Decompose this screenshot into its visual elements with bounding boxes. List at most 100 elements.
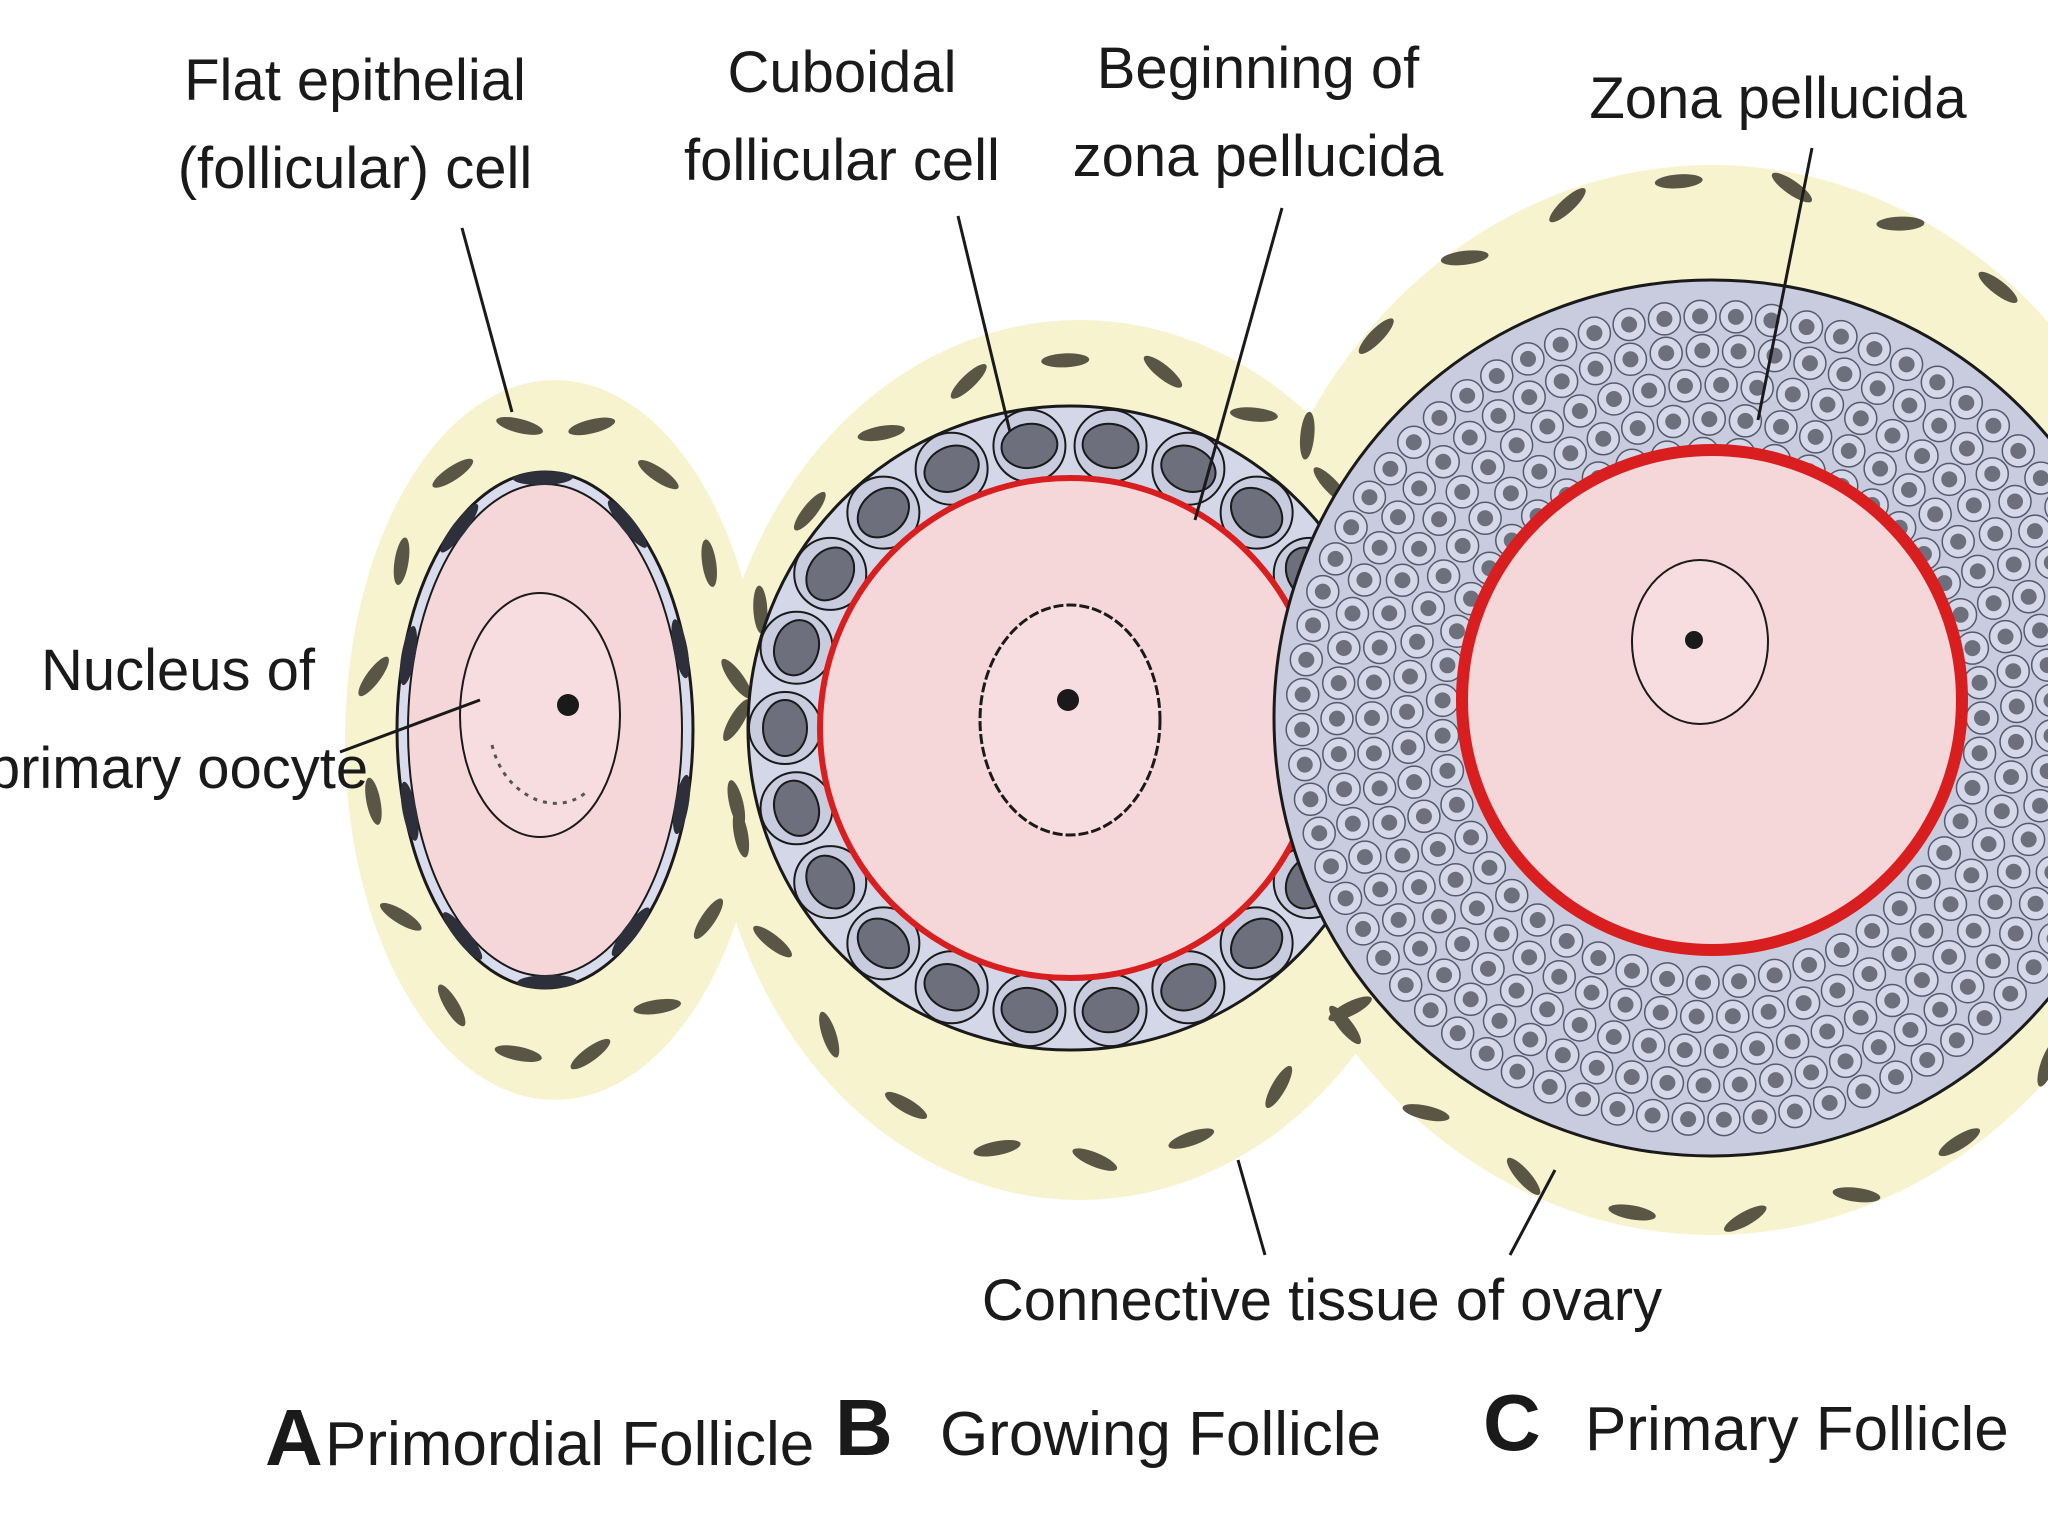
granulosa-cell-nucleus	[1701, 411, 1718, 428]
granulosa-cell-nucleus	[1397, 977, 1414, 994]
granulosa-cell-nucleus	[2008, 698, 2025, 715]
cuboidal-cell-nucleus	[856, 917, 910, 970]
granulosa-cell-nucleus	[1676, 1042, 1693, 1059]
fibroblast	[1876, 216, 1925, 231]
granulosa-cell-nucleus	[1963, 867, 1980, 884]
granulosa-cell-nucleus	[1420, 600, 1437, 617]
granulosa-cell-nucleus	[1382, 460, 1399, 477]
granulosa-cell-nucleus	[1712, 1043, 1729, 1060]
granulosa-cell-nucleus	[1984, 465, 2001, 482]
granulosa-cell	[2037, 923, 2048, 955]
granulosa-cell-nucleus	[1985, 417, 2002, 434]
label-beginning-zona-line1: Beginning of	[1097, 36, 1420, 101]
granulosa-cell-nucleus	[1866, 341, 1883, 358]
granulosa-cell-nucleus	[1521, 389, 1538, 406]
granulosa-cell-nucleus	[1652, 1004, 1669, 1021]
panel-a-primordial-follicle	[395, 470, 695, 990]
fibroblast	[365, 777, 382, 825]
granulosa-cell-nucleus	[1322, 858, 1339, 875]
granulosa-cell-nucleus	[1902, 1021, 1919, 1038]
granulosa-cell-nucleus	[1914, 447, 1931, 464]
granulosa-cell-nucleus	[1422, 1002, 1439, 1019]
granulosa-cell-nucleus	[1454, 537, 1471, 554]
granulosa-cell-nucleus	[1405, 434, 1422, 451]
fibroblast	[950, 364, 987, 399]
granulosa-cell-nucleus	[1872, 460, 1889, 477]
granulosa-cell-nucleus	[1798, 319, 1815, 336]
granulosa-cell-nucleus	[1772, 418, 1789, 435]
granulosa-cell-nucleus	[1389, 509, 1406, 526]
granulosa-cell-nucleus	[1436, 967, 1453, 984]
granulosa-cell-nucleus	[1459, 387, 1476, 404]
granulosa-cell-nucleus	[1539, 418, 1556, 435]
granulosa-cell-nucleus	[1539, 1001, 1556, 1018]
granulosa-cell-nucleus	[1355, 920, 1372, 937]
cuboidal-cell-nucleus	[773, 619, 821, 677]
granulosa-cell-nucleus	[1749, 379, 1766, 396]
granulosa-cell-nucleus	[1365, 674, 1382, 691]
fibroblast	[973, 1139, 1021, 1157]
granulosa-cell-nucleus	[1971, 674, 1988, 691]
fibroblast	[857, 424, 905, 442]
caption-title-b: Growing Follicle	[940, 1400, 1381, 1469]
fibroblast	[1358, 318, 1394, 354]
granulosa-cell-nucleus	[1784, 386, 1801, 403]
label-flat-epithelial-line1: Flat epithelial	[184, 48, 526, 113]
granulosa-cell-nucleus	[1974, 710, 1990, 726]
granulosa-cell-nucleus	[1784, 1033, 1801, 1050]
granulosa-cell-nucleus	[1855, 1083, 1872, 1100]
cuboidal-cell-nucleus	[1230, 486, 1284, 539]
granulosa-cell-nucleus	[1481, 859, 1498, 876]
granulosa-cell-nucleus	[1454, 935, 1471, 952]
granulosa-cell	[2034, 719, 2048, 753]
leader-beginning-zona	[1193, 207, 1284, 521]
granulosa-cell-nucleus	[2039, 763, 2048, 780]
granulosa-cell-nucleus	[1461, 429, 1478, 446]
fibroblast	[1168, 1128, 1215, 1149]
granulosa-cell-nucleus	[1508, 437, 1525, 454]
fibroblast	[494, 1045, 542, 1062]
granulosa-cell-nucleus	[1541, 1078, 1558, 1095]
granulosa-cell-nucleus	[2044, 865, 2048, 880]
granulosa-cell-nucleus	[1375, 949, 1392, 966]
granulosa-cell-nucleus	[1522, 1031, 1539, 1048]
granulosa-cell-nucleus	[1558, 933, 1575, 950]
granulosa-cell-nucleus	[1852, 1009, 1869, 1026]
granulosa-cell-nucleus	[1431, 908, 1448, 925]
granulosa-cell-nucleus	[1641, 382, 1658, 399]
granulosa-cell-nucleus	[1478, 1045, 1495, 1062]
caption-letter-a: A	[265, 1393, 323, 1482]
granulosa-cell	[2035, 546, 2048, 579]
granulosa-cell-nucleus	[1356, 849, 1373, 866]
granulosa-cell-nucleus	[1356, 571, 1373, 588]
granulosa-cell-nucleus	[1553, 373, 1570, 390]
granulosa-cell-nucleus	[1692, 308, 1709, 325]
granulosa-cell-nucleus	[1965, 497, 1982, 514]
fibroblast	[753, 585, 768, 634]
granulosa-cell-nucleus	[1463, 829, 1480, 846]
granulosa-cell-nucleus	[1434, 727, 1451, 744]
granulosa-cell-nucleus	[1724, 1008, 1741, 1025]
fibroblast	[885, 1091, 928, 1119]
granulosa-cell-nucleus	[1477, 510, 1494, 527]
cuboidal-cell-nucleus	[1160, 444, 1217, 493]
flat-epithelial-cell-nucleus	[512, 470, 573, 486]
granulosa-cell-nucleus	[1936, 844, 1953, 861]
granulosa-cell-nucleus	[1371, 539, 1388, 556]
granulosa-cell-nucleus	[1552, 336, 1569, 353]
growing-oocyte-nucleus	[978, 603, 1162, 837]
label-zona-pellucida: Zona pellucida	[1589, 66, 1967, 131]
granulosa-cell-nucleus	[2039, 657, 2048, 674]
granulosa-cell-nucleus	[1583, 984, 1600, 1001]
granulosa-cell-nucleus	[1302, 791, 1319, 808]
fibroblast	[568, 417, 616, 436]
granulosa-cell-nucleus	[1727, 308, 1744, 325]
fibroblast	[1329, 1005, 1362, 1045]
granulosa-cell-nucleus	[1965, 922, 1982, 939]
granulosa-cell-nucleus	[1311, 825, 1328, 842]
fibroblast	[437, 984, 466, 1027]
primordial-nucleolus	[557, 694, 579, 716]
label-beginning-zona-line2: zona pellucida	[1073, 124, 1445, 189]
granulosa-cell-nucleus	[1976, 1010, 1993, 1027]
